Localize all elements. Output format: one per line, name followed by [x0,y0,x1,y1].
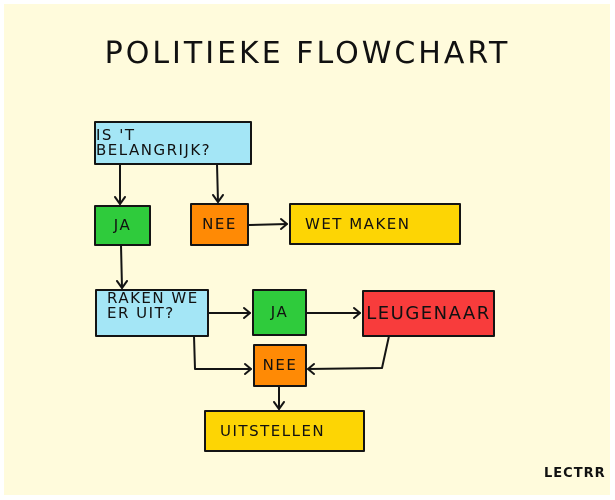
question-label-line1: RAKEN WE [107,289,199,307]
yes-box-2: JA [252,289,307,336]
arrow-ja1-to-q2 [120,244,123,289]
outcome-box-uitstellen: UITSTELLEN [204,410,365,452]
outcome-label: UITSTELLEN [220,421,326,440]
question-box-raken-we-er-uit: RAKEN WE ER UIT? [95,289,209,337]
yes-box-1: JA [94,205,151,246]
question-box-belangrijk: IS 'T BELANGRIJK? [94,121,252,165]
outcome-box-leugenaar: LEUGENAAR [362,290,495,337]
no-box-1: NEE [190,203,249,246]
outcome-label: WET MAKEN [305,214,411,233]
outcome-label: LEUGENAAR [366,303,491,324]
arrow-q2-to-nee2 [193,335,252,370]
no-box-2: NEE [253,344,307,387]
no-label: NEE [262,356,298,374]
arrow-q1-to-nee1 [216,163,219,203]
question-label-line2: ER UIT? [107,304,175,322]
artist-signature: LECTRR [544,466,606,481]
yes-label: JA [270,303,289,321]
arrow-nee1-to-wet-maken [248,223,288,226]
arrow-leugenaar-to-nee2 [307,335,390,370]
outcome-box-wet-maken: WET MAKEN [289,203,461,245]
yes-label: JA [113,216,132,234]
question-label: IS 'T BELANGRIJK? [96,126,212,159]
no-label: NEE [202,215,237,233]
cartoon-title: POLITIEKE FLOWCHART [104,36,511,71]
